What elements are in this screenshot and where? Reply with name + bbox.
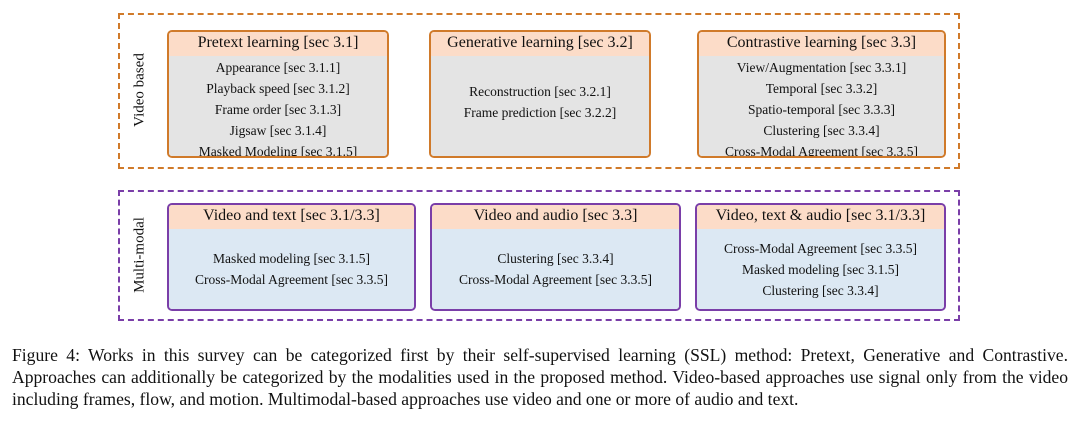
figure-caption: Figure 4: Works in this survey can be ca… (12, 345, 1068, 409)
card-item: Masked modeling [sec 3.1.5] (212, 251, 371, 266)
card-items: Masked modeling [sec 3.1.5] Cross-Modal … (169, 229, 414, 309)
card-item: Masked modeling [sec 3.1.5] (741, 261, 900, 277)
card-item: Appearance [sec 3.1.1] (215, 60, 341, 75)
card-item: Clustering [sec 3.3.4] (497, 251, 614, 266)
card-item: Temporal [sec 3.3.2] (765, 81, 878, 96)
card-item: View/Augmentation [sec 3.3.1] (736, 60, 907, 75)
card-items: Appearance [sec 3.1.1] Playback speed [s… (169, 56, 387, 158)
card-title: Generative learning [sec 3.2] (431, 32, 649, 56)
card-item: Cross-Modal Agreement [sec 3.3.5] (724, 144, 919, 158)
contrastive-learning-card: Contrastive learning [sec 3.3] View/Augm… (697, 30, 946, 158)
card-item: Masked Modeling [sec 3.1.5] (198, 144, 358, 158)
card-title: Video, text & audio [sec 3.1/3.3] (697, 205, 944, 229)
card-title: Contrastive learning [sec 3.3] (699, 32, 944, 56)
card-title: Pretext learning [sec 3.1] (169, 32, 387, 56)
card-item: Cross-Modal Agreement [sec 3.3.5] (458, 272, 653, 287)
card-title: Video and audio [sec 3.3] (432, 205, 679, 229)
card-title: Video and text [sec 3.1/3.3] (169, 205, 414, 229)
card-items: Cross-Modal Agreement [sec 3.3.5] Masked… (697, 229, 944, 309)
multimodal-group (118, 190, 960, 321)
card-item: Clustering [sec 3.3.4] (763, 123, 880, 138)
generative-learning-card: Generative learning [sec 3.2] Reconstruc… (429, 30, 651, 158)
card-item: Clustering [sec 3.3.4] (762, 282, 879, 298)
card-item: Frame prediction [sec 3.2.2] (463, 105, 617, 120)
video-based-group (118, 13, 960, 169)
card-items: Clustering [sec 3.3.4] Cross-Modal Agree… (432, 229, 679, 309)
video-based-label: Video based (131, 53, 148, 127)
card-item: Cross-Modal Agreement [sec 3.3.5] (723, 240, 918, 256)
card-item: Spatio-temporal [sec 3.3.3] (748, 102, 895, 117)
video-and-text-card: Video and text [sec 3.1/3.3] Masked mode… (167, 203, 416, 311)
card-item: Playback speed [sec 3.1.2] (206, 81, 350, 96)
card-items: Reconstruction [sec 3.2.1] Frame predict… (431, 56, 649, 156)
video-and-audio-card: Video and audio [sec 3.3] Clustering [se… (430, 203, 681, 311)
pretext-learning-card: Pretext learning [sec 3.1] Appearance [s… (167, 30, 389, 158)
multimodal-label: Multi-modal (131, 217, 148, 293)
card-item: Jigsaw [sec 3.1.4] (229, 123, 327, 138)
video-text-audio-card: Video, text & audio [sec 3.1/3.3] Cross-… (695, 203, 946, 311)
card-item: Reconstruction [sec 3.2.1] (469, 84, 611, 99)
card-item: Cross-Modal Agreement [sec 3.3.5] (194, 272, 389, 287)
card-items: View/Augmentation [sec 3.3.1] Temporal [… (699, 56, 944, 158)
card-item: Frame order [sec 3.1.3] (214, 102, 342, 117)
